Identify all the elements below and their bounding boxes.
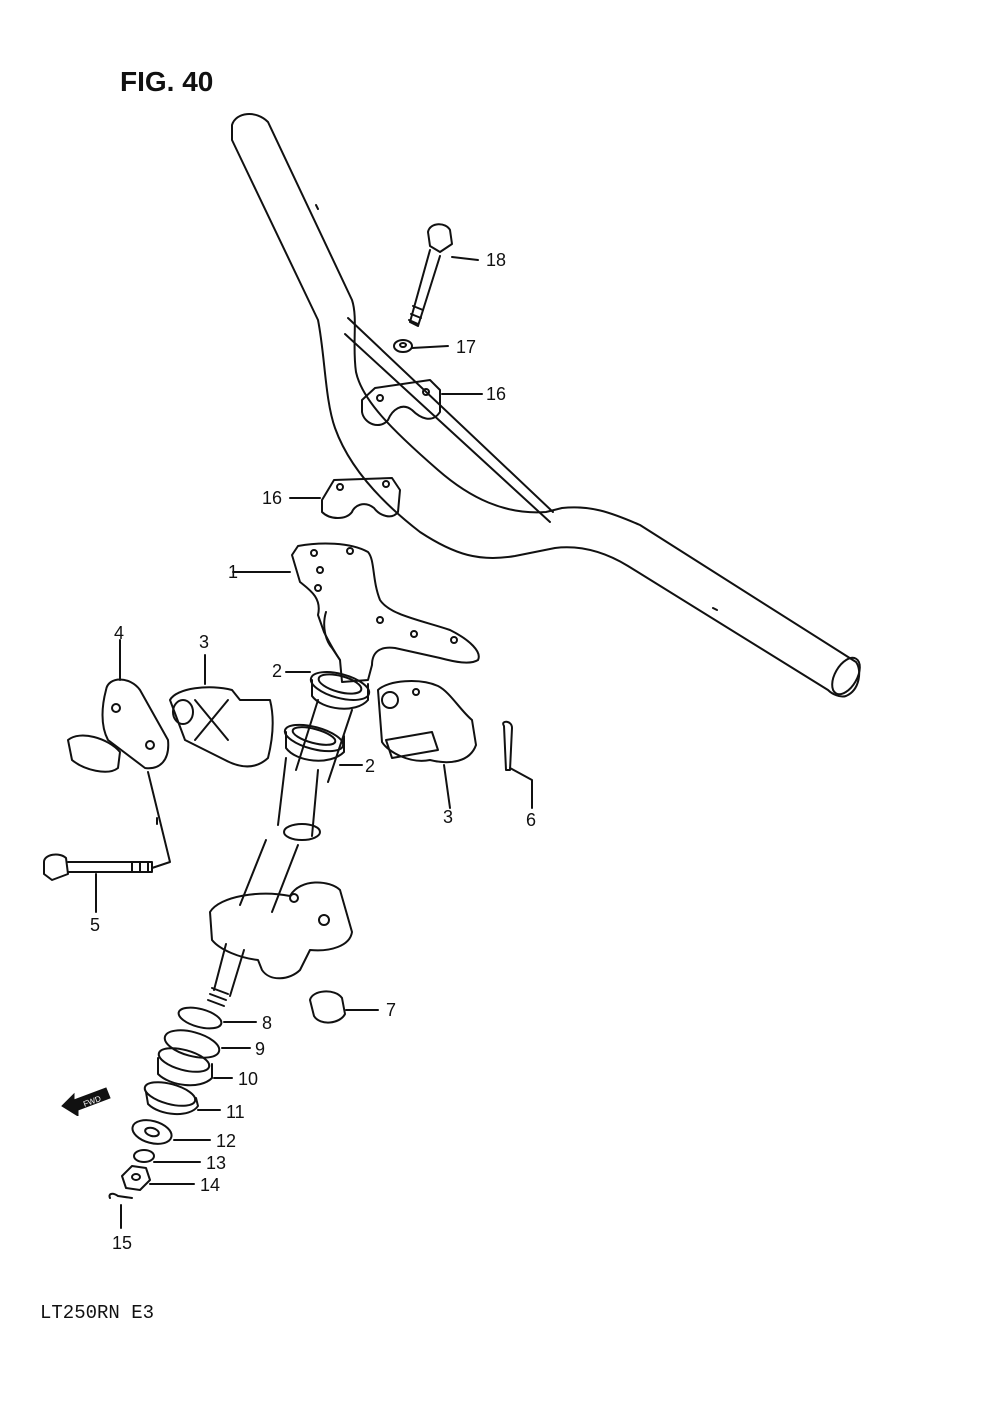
steering-shaft <box>277 699 353 841</box>
part-16-upper-clamp <box>361 379 483 427</box>
part-10-race <box>157 1047 233 1087</box>
callout-8: 8 <box>262 1013 273 1033</box>
part-2-lower-bushing <box>283 723 363 766</box>
figure-title: FIG. 40 <box>120 66 214 97</box>
part-3-right-holder <box>377 680 477 809</box>
callout-1: 1 <box>228 562 239 582</box>
callout-5: 5 <box>90 915 101 935</box>
part-14-nut <box>121 1165 195 1191</box>
callout-13: 13 <box>206 1153 227 1173</box>
part-18-bolt <box>408 223 479 327</box>
callout-2-lower: 2 <box>365 756 376 776</box>
part-8-ring <box>177 1006 257 1030</box>
part-13-washer <box>133 1149 201 1163</box>
callout-4: 4 <box>114 623 125 643</box>
part-12-washer <box>131 1119 211 1145</box>
callout-14: 14 <box>200 1175 221 1195</box>
steering-stem <box>207 839 353 1007</box>
callout-2-upper: 2 <box>272 661 283 681</box>
callout-6: 6 <box>526 810 537 830</box>
callout-11: 11 <box>226 1102 245 1122</box>
part-6-cotter-pin <box>502 720 533 809</box>
part-11-bearing <box>143 1081 221 1115</box>
callout-18: 18 <box>486 250 507 270</box>
callout-9: 9 <box>255 1039 266 1059</box>
part-5-bolt <box>43 853 153 913</box>
callout-12: 12 <box>216 1131 237 1151</box>
part-3-left-holder <box>169 654 274 768</box>
callout-10: 10 <box>238 1069 259 1089</box>
callout-15: 15 <box>112 1233 133 1253</box>
part-9-seal <box>163 1029 251 1059</box>
part-7-stopper <box>309 990 379 1024</box>
fwd-arrow-icon: FWD <box>61 1087 111 1116</box>
part-17-washer <box>393 339 449 353</box>
callout-3-right: 3 <box>443 807 454 827</box>
part-16-lower-clamp <box>289 477 401 519</box>
callout-16-upper: 16 <box>486 384 507 404</box>
callout-16-lower: 16 <box>262 488 283 508</box>
callout-17: 17 <box>456 337 477 357</box>
model-code: LT250RN E3 <box>40 1302 155 1324</box>
part-4-bracket <box>67 639 171 869</box>
part-15-cotter-pin <box>108 1192 133 1229</box>
part-2-upper-bushing <box>285 671 371 710</box>
part-1-top-bracket <box>232 542 480 683</box>
handlebar <box>231 113 861 698</box>
callout-3-left: 3 <box>199 632 210 652</box>
callout-7: 7 <box>386 1000 397 1020</box>
